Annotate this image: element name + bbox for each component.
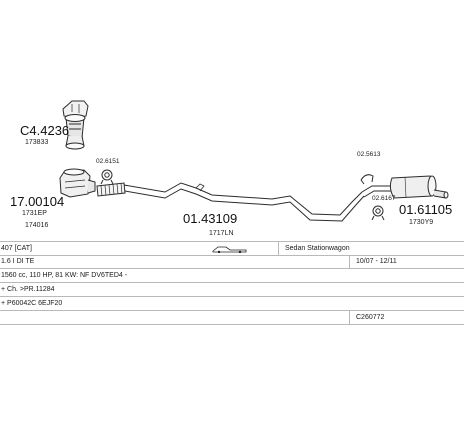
center-pipe[interactable] — [123, 182, 365, 222]
code-clamp-rear-bottom: 02.6167 — [372, 195, 396, 202]
note-text: + Ch. >PR.11284 — [1, 286, 55, 293]
info-row-model: 407 [CAT] Sedan Stationwagon — [0, 241, 464, 256]
code-catalytic-top: C4.4236 — [20, 123, 69, 138]
code-catalytic-front: 17.00104 — [10, 194, 64, 209]
clamp-rear-top[interactable] — [360, 174, 374, 185]
ref2-catalytic-front: 174016 — [25, 222, 48, 229]
divider — [349, 255, 350, 269]
code-line-text: + P60042C 6EJF20 — [1, 300, 63, 307]
code-clamp-rear-top: 02.5613 — [357, 151, 381, 158]
engine-text: 1.6 I DI TE — [1, 258, 35, 265]
info-row-catalog: C260772 — [0, 311, 464, 325]
ref-catalytic-top: 173833 — [25, 139, 48, 146]
ref-rear-silencer: 1730Y9 — [409, 219, 433, 226]
info-row-code: + P60042C 6EJF20 — [0, 297, 464, 311]
flex-pipe[interactable] — [96, 182, 126, 197]
catalytic-converter-top[interactable] — [62, 100, 89, 150]
ref-center-pipe: 1717LN — [209, 230, 234, 237]
model-text: 407 [CAT] — [1, 245, 32, 252]
info-row-engine: 1.6 I DI TE 10/07 - 12/11 — [0, 255, 464, 269]
divider — [278, 241, 279, 255]
code-center-pipe: 01.43109 — [183, 211, 237, 226]
clamp-front[interactable] — [100, 169, 114, 185]
code-rear-silencer: 01.61105 — [399, 202, 452, 217]
body-type-text: Sedan Stationwagon — [285, 245, 350, 252]
exhaust-system-diagram: C4.4236 173833 17.00104 1731EP 174016 02… — [10, 100, 452, 237]
rear-silencer[interactable] — [361, 175, 449, 199]
code-clamp-front: 02.6151 — [96, 158, 120, 165]
clamp-rear-bottom[interactable] — [371, 205, 385, 221]
catalytic-converter-front[interactable] — [59, 168, 96, 198]
spec-text: 1560 cc, 110 HP, 81 KW: NF DV6TED4 - — [1, 272, 128, 279]
years-text: 10/07 - 12/11 — [356, 258, 397, 265]
info-row-spec: 1560 cc, 110 HP, 81 KW: NF DV6TED4 - — [0, 269, 464, 283]
catalog-number-text: C260772 — [356, 314, 385, 321]
info-row-note: + Ch. >PR.11284 — [0, 283, 464, 297]
car-icon — [212, 245, 248, 258]
divider — [349, 311, 350, 325]
ref1-catalytic-front: 1731EP — [22, 210, 47, 217]
